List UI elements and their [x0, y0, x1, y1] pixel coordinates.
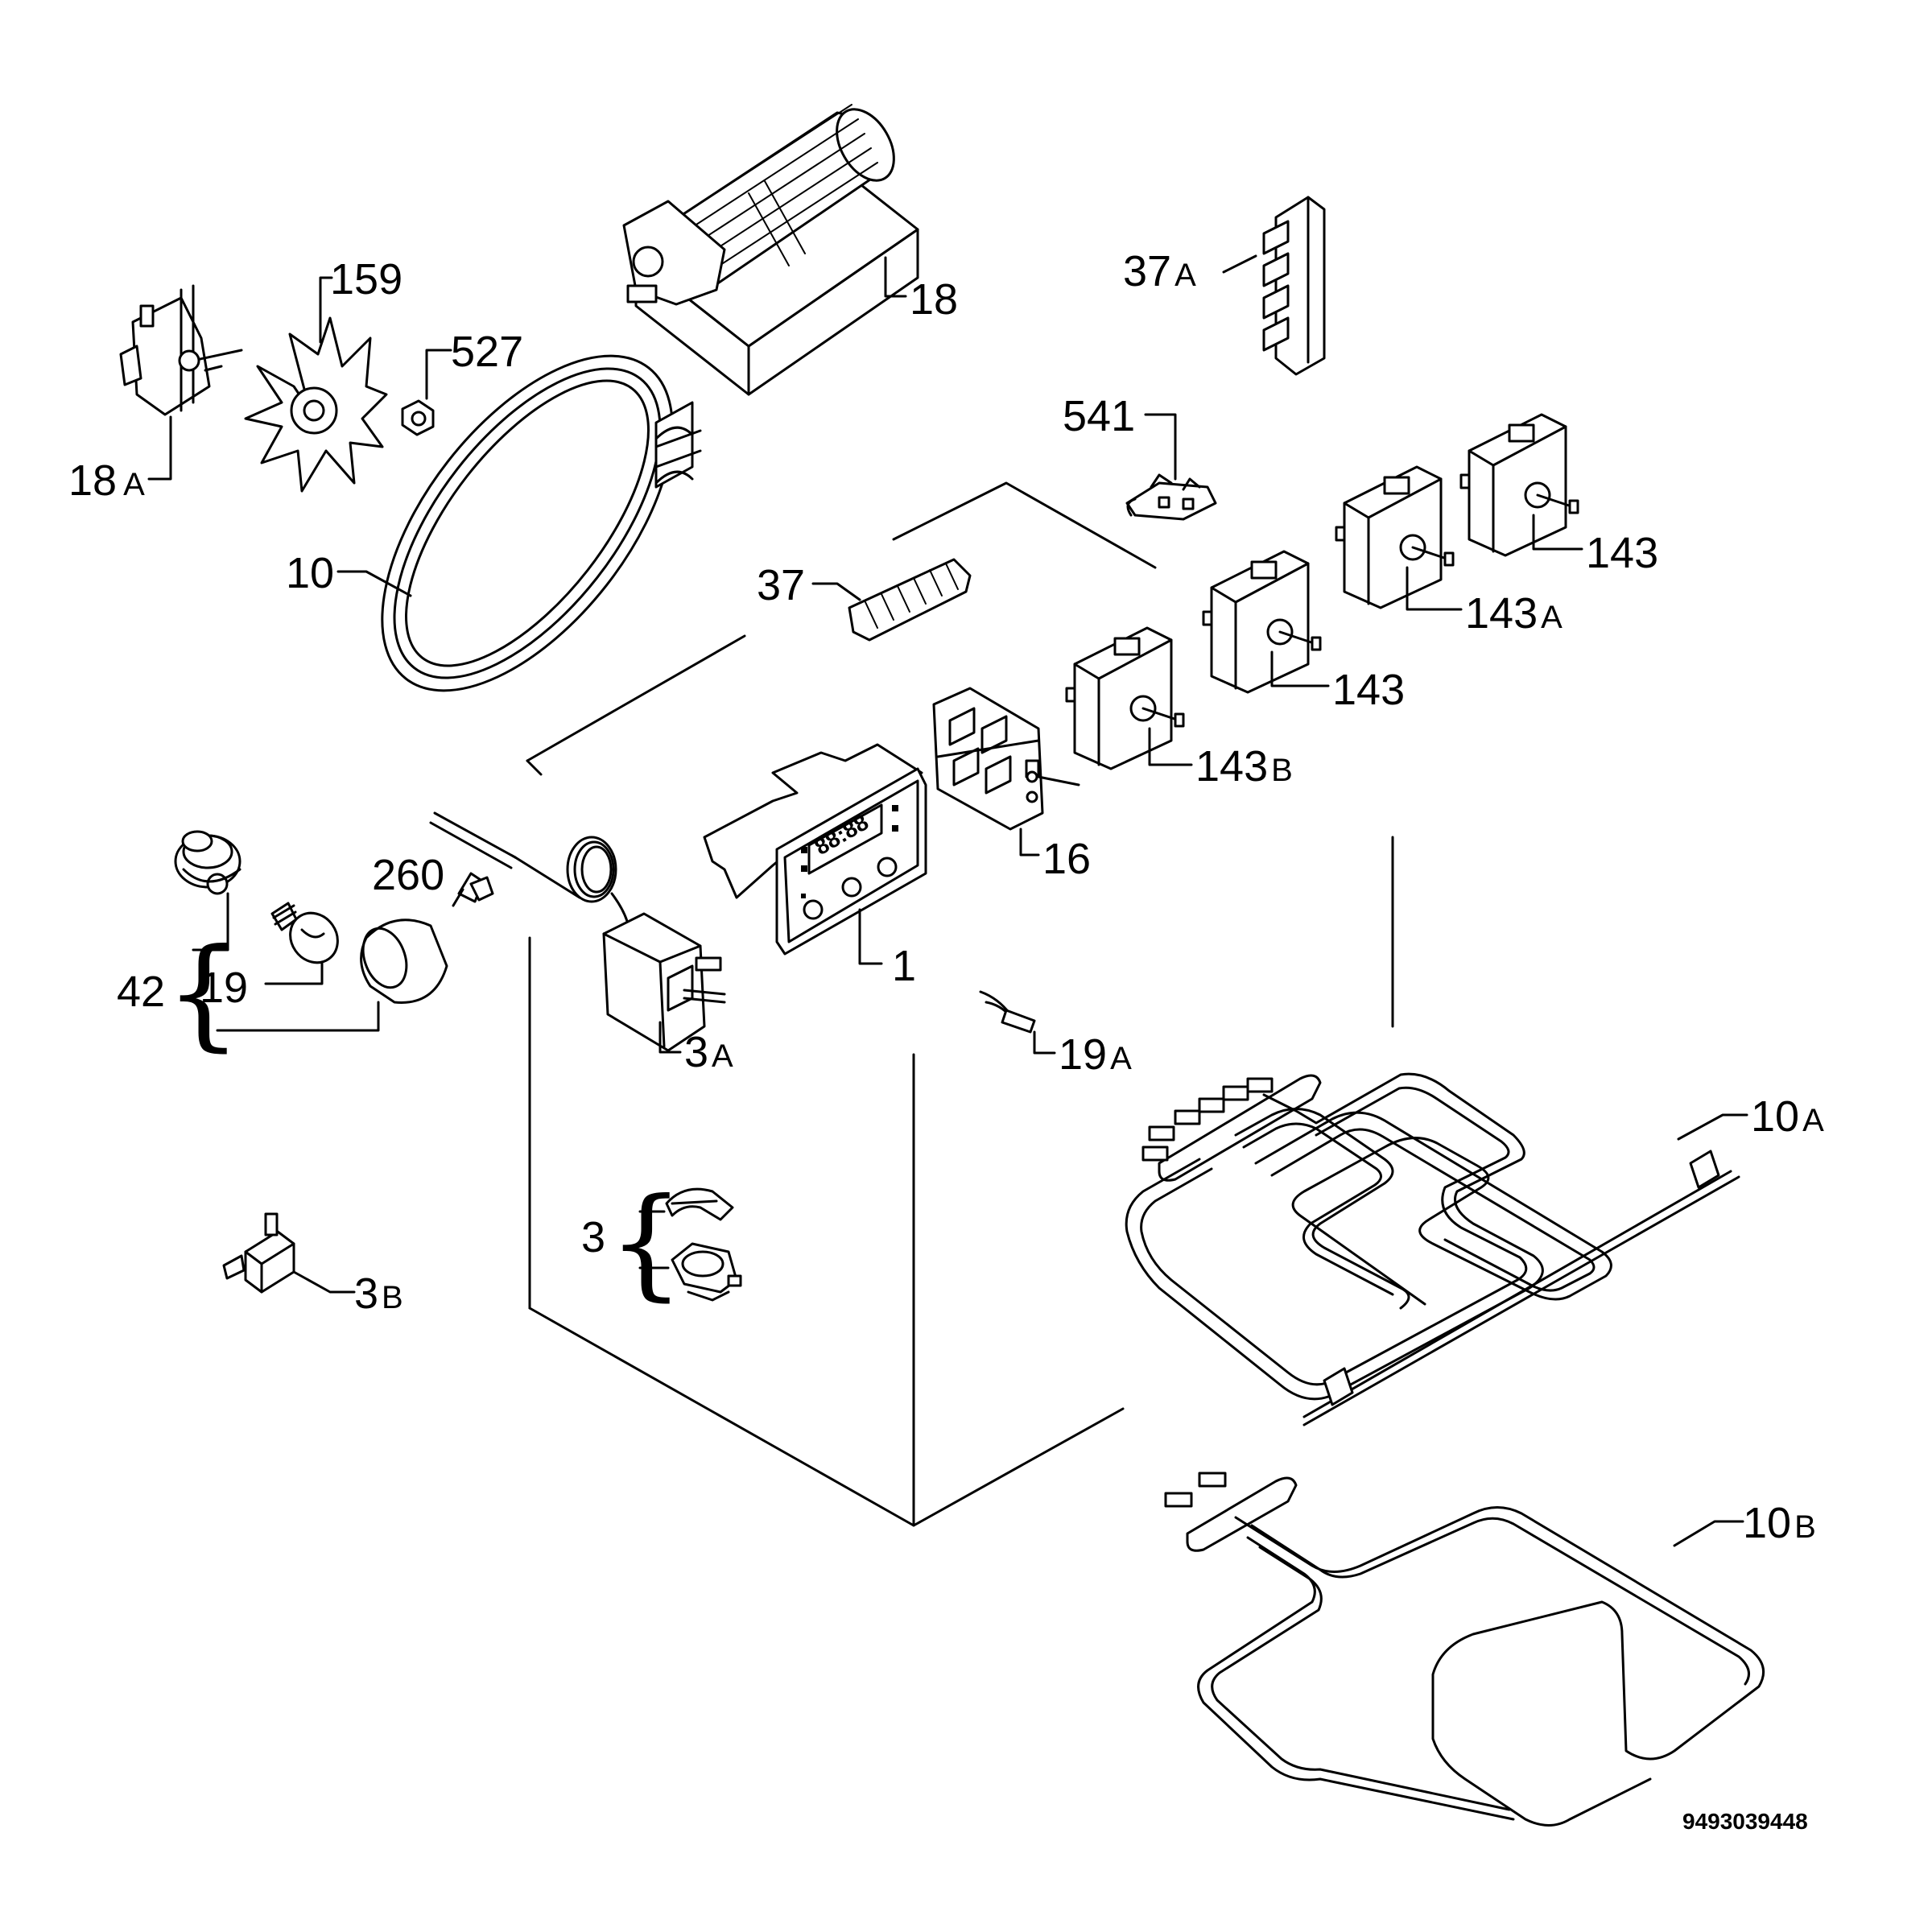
callout-19: 19 — [200, 964, 248, 1012]
bottom-heating-element — [1164, 1472, 1765, 1827]
leader-37 — [811, 582, 861, 601]
callout-18: 18 — [910, 275, 958, 324]
callout-3: 3 — [581, 1213, 605, 1261]
leader-37a — [1222, 254, 1257, 274]
callout-159: 159 — [330, 255, 402, 303]
leader-527 — [425, 349, 452, 400]
callout-42: 42 — [117, 968, 165, 1016]
callout-1: 1 — [892, 942, 916, 990]
leader-10b — [1673, 1520, 1744, 1547]
leader-18a — [147, 415, 172, 481]
circular-heating-element — [381, 354, 702, 692]
leader-143-1 — [1532, 514, 1583, 551]
thermostat-clip — [665, 1187, 734, 1221]
diagram-reference-number: 9493039448 — [1682, 1809, 1808, 1834]
leader-159 — [319, 276, 333, 344]
fan-motor — [119, 284, 243, 416]
callout-16: 16 — [1042, 835, 1091, 883]
leader-143b — [1148, 727, 1193, 766]
leader-541 — [1144, 413, 1177, 481]
leader-3b — [292, 1270, 356, 1294]
fan-nut — [401, 399, 435, 436]
oven-lamp-holder — [174, 830, 242, 895]
leader-19a — [1033, 1030, 1056, 1055]
safety-thermostat — [671, 1242, 742, 1302]
callout-260: 260 — [372, 851, 444, 899]
selector-switch — [932, 687, 1080, 831]
door-microswitch — [222, 1212, 295, 1294]
electronic-timer: 88:88 — [703, 743, 927, 956]
leader-3a — [658, 1021, 682, 1054]
brace-42: { — [165, 923, 242, 1063]
leader-143a — [1406, 566, 1463, 611]
leader-1 — [858, 908, 883, 965]
callout-10: 10 — [286, 549, 334, 597]
capillary-clip — [452, 872, 494, 907]
leader-19 — [264, 960, 324, 985]
top-grill-heating-element — [1125, 1072, 1740, 1426]
callout-143-2: 143 — [1332, 666, 1405, 714]
lamp-wire-connector — [979, 990, 1036, 1034]
brace-3: { — [608, 1173, 684, 1313]
oven-lamp-cover — [360, 919, 448, 1004]
energy-regulator-4 — [1065, 626, 1185, 770]
leader-42-cover — [216, 1001, 380, 1032]
leader-16 — [1019, 828, 1040, 857]
energy-regulator-3 — [1202, 550, 1322, 694]
energy-regulator-1 — [1459, 413, 1579, 557]
leader-143-2 — [1270, 650, 1330, 687]
energy-regulator-2 — [1335, 465, 1455, 609]
callout-541: 541 — [1063, 392, 1135, 440]
callout-143-1: 143 — [1586, 529, 1658, 577]
leader-42-holder — [192, 892, 229, 952]
fan-blade — [244, 316, 388, 493]
terminal-block-vertical — [1262, 196, 1326, 376]
tangential-fan — [622, 104, 919, 396]
thermostat-with-capillary — [429, 811, 726, 1052]
leader-18 — [884, 256, 907, 298]
leader-10a — [1677, 1113, 1748, 1141]
leader-10 — [336, 570, 412, 597]
oven-cabinet-outline — [526, 481, 1394, 1527]
small-connector — [1125, 473, 1217, 521]
terminal-block-horizontal — [848, 558, 972, 642]
oven-lamp-bulb — [270, 902, 339, 964]
callout-527: 527 — [451, 328, 523, 376]
callout-37: 37 — [757, 561, 805, 609]
